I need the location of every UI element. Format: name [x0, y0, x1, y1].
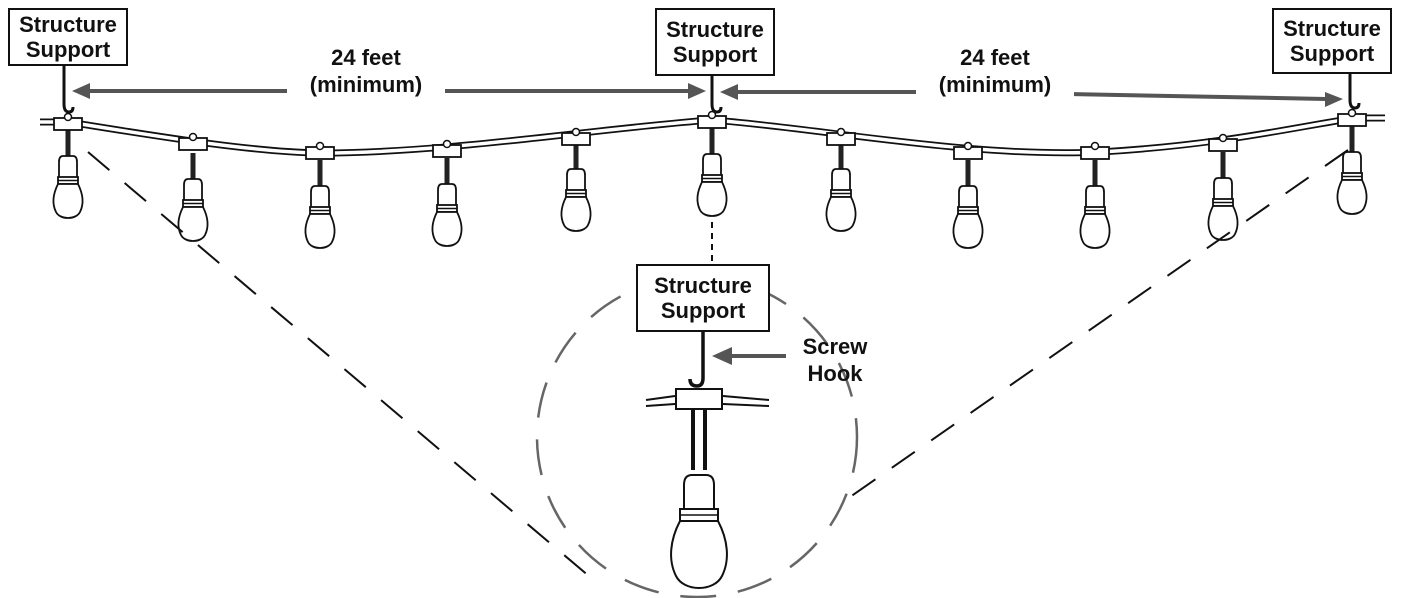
- support-line2: Support: [660, 298, 746, 323]
- bulb: [52, 129, 84, 219]
- bulb: [177, 152, 209, 242]
- socket: [305, 141, 335, 160]
- screw-hook-icon: [1348, 74, 1361, 110]
- span-line2: (minimum): [309, 72, 423, 97]
- socket: [53, 112, 83, 131]
- bulb: [825, 142, 857, 232]
- screw-hook-icon: [710, 76, 723, 114]
- bulb: [1336, 125, 1368, 215]
- bulb: [304, 159, 336, 249]
- structure-support-label: Structure Support: [655, 8, 775, 76]
- dashed-guide-right: [849, 149, 1349, 498]
- support-line2: Support: [25, 37, 111, 62]
- bulb: [1079, 159, 1111, 249]
- support-line1: Structure: [1283, 16, 1381, 41]
- support-line1: Structure: [19, 12, 117, 37]
- structure-support-label: Structure Support: [636, 264, 770, 332]
- structure-support-label: Structure Support: [8, 8, 128, 66]
- bulb: [696, 127, 728, 217]
- socket: [1080, 141, 1110, 160]
- support-line1: Structure: [666, 17, 764, 42]
- distance-arrow-left: [72, 83, 706, 99]
- span-line1: 24 feet: [331, 45, 401, 70]
- detail-fixture: [645, 332, 770, 589]
- dashed-guide-left: [87, 151, 591, 578]
- screw-hook-label: Screw Hook: [790, 333, 880, 387]
- span-line2: (minimum): [938, 72, 1052, 97]
- detail-circle: [535, 275, 859, 598]
- bulb: [431, 157, 463, 247]
- bulb: [560, 142, 592, 232]
- span-distance-label: 24 feet (minimum): [287, 44, 445, 98]
- socket: [697, 110, 727, 129]
- span-distance-label: 24 feet (minimum): [916, 44, 1074, 98]
- bulb: [1207, 151, 1239, 241]
- screw-hook-arrow: [712, 347, 786, 365]
- support-line2: Support: [672, 42, 758, 67]
- distance-arrow-right: [720, 84, 1343, 107]
- hook-line1: Screw: [802, 334, 868, 359]
- support-line1: Structure: [654, 273, 752, 298]
- bulb: [952, 159, 984, 249]
- support-line2: Support: [1289, 41, 1375, 66]
- span-line1: 24 feet: [960, 45, 1030, 70]
- screw-hook-icon: [62, 66, 75, 114]
- structure-support-label: Structure Support: [1272, 8, 1392, 74]
- hook-line2: Hook: [807, 361, 863, 386]
- socket: [178, 132, 208, 151]
- socket: [1337, 108, 1367, 127]
